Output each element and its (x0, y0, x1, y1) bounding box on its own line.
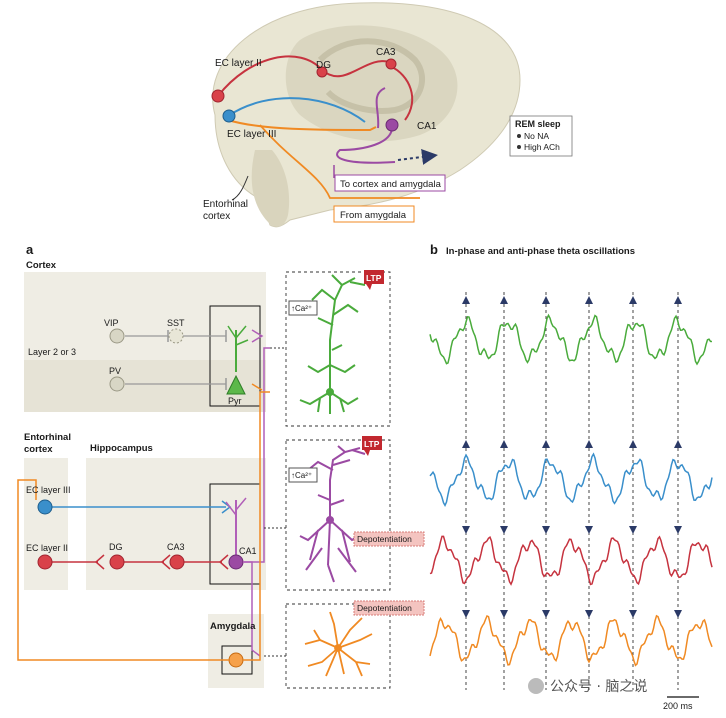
phase-arrow-down (629, 526, 637, 534)
ca1-pyramidal-neuron (299, 445, 366, 583)
brain-illustration (212, 2, 521, 228)
legend-item-no-na: No NA (524, 131, 549, 141)
cortex-theta-trace (429, 313, 713, 366)
top-dg-label: DG (316, 60, 331, 71)
phase-arrow-up (629, 440, 637, 448)
entorhinal-title-line2: cortex (24, 444, 53, 455)
ca-badge-cortex (288, 300, 318, 316)
ca-badge-ca1 (288, 467, 318, 483)
layer-label: Layer 2 or 3 (28, 347, 76, 357)
phase-arrow-down (462, 610, 470, 618)
phase-arrow-up (500, 440, 508, 448)
hippocampus-title: Hippocampus (90, 443, 153, 454)
ec3-theta-trace (429, 452, 713, 507)
legend-item-high-ach: High ACh (524, 142, 560, 152)
brain-circuit (211, 55, 438, 201)
dg-node-label: DG (109, 542, 123, 552)
hippocampus-circuit (17, 347, 270, 668)
phase-arrow-up (674, 296, 682, 304)
pyr-label: Pyr (228, 396, 242, 406)
phase-arrow-down (585, 526, 593, 534)
cortex-title: Cortex (26, 260, 57, 271)
depotentiation-label-ca1: Depotentiation (357, 534, 412, 544)
phase-reference-lines (462, 292, 682, 690)
top-entorhinal-label-line1: Entorhinal (203, 199, 248, 210)
rem-sleep-legend: REM sleep No NA High ACh (509, 115, 573, 157)
from-amygdala-box (333, 205, 415, 223)
neuron-boxes (264, 271, 391, 689)
amygdala-title: Amygdala (210, 621, 256, 632)
watermark: 公众号 · 脑之说 (528, 676, 647, 696)
top-entorhinal-label-line2: cortex (203, 211, 230, 222)
from-amygdala-label: From amygdala (340, 210, 407, 221)
panel-b-title: In-phase and anti-phase theta oscillatio… (446, 246, 635, 257)
phase-arrow-up (462, 296, 470, 304)
ca3-theta-trace (429, 535, 713, 586)
phase-arrow-up (462, 440, 470, 448)
phase-arrow-down (500, 610, 508, 618)
phase-arrow-up (674, 440, 682, 448)
phase-arrow-up (585, 296, 593, 304)
depotentiation-label-amygdala: Depotentiation (357, 603, 412, 613)
ca-label-cortex: ↑Ca²⁺ (291, 304, 312, 313)
to-cortex-label: To cortex and amygdala (340, 179, 442, 190)
panel-a-letter: a (26, 242, 34, 257)
wechat-icon (528, 678, 544, 694)
entorhinal-title-line1: Entorhinal (24, 432, 71, 443)
ltp-label-cortex: LTP (366, 273, 382, 283)
watermark-text: 公众号 · 脑之说 (550, 679, 648, 695)
phase-arrow-down (674, 610, 682, 618)
phase-arrow-down (462, 526, 470, 534)
phase-arrow-up (542, 440, 550, 448)
top-ca3-label: CA3 (376, 47, 396, 58)
amygdala-theta-trace (429, 614, 713, 667)
depotentiation-badge-amygdala (353, 600, 425, 616)
pv-label: PV (109, 366, 121, 376)
ca1-node-label: CA1 (239, 546, 257, 556)
amygdala-neuron (304, 611, 373, 677)
depotentiation-badge-ca1 (353, 531, 425, 547)
sst-label: SST (167, 318, 185, 328)
ltp-label-ca1: LTP (364, 439, 380, 449)
top-ec2-label: EC layer II (215, 58, 262, 69)
ca-label-ca1: ↑Ca²⁺ (291, 471, 312, 480)
cortical-pyramidal-neuron (299, 274, 366, 414)
phase-arrow-down (542, 610, 550, 618)
legend-title: REM sleep (515, 119, 561, 129)
theta-traces (429, 313, 713, 667)
to-cortex-box (334, 174, 446, 192)
ec3-node-label: EC layer III (26, 485, 71, 495)
phase-arrow-down (542, 526, 550, 534)
cortex-circuit (109, 325, 264, 395)
top-ca1-label: CA1 (417, 121, 437, 132)
panel-b-letter: b (430, 242, 438, 257)
ltp-badge-ca1 (362, 436, 382, 456)
phase-arrow-down (585, 610, 593, 618)
phase-arrow-up (542, 296, 550, 304)
vip-label: VIP (104, 318, 119, 328)
ca3-node-label: CA3 (167, 542, 185, 552)
phase-arrow-up (500, 296, 508, 304)
phase-arrow-down (629, 610, 637, 618)
phase-arrow-up (585, 440, 593, 448)
top-ec3-label: EC layer III (227, 129, 276, 140)
phase-arrow-down (674, 526, 682, 534)
ltp-badge-cortex (364, 270, 384, 290)
scale-bar-label: 200 ms (663, 701, 693, 711)
ec2-node-label: EC layer II (26, 543, 68, 553)
phase-arrow-up (629, 296, 637, 304)
phase-arrow-down (500, 526, 508, 534)
